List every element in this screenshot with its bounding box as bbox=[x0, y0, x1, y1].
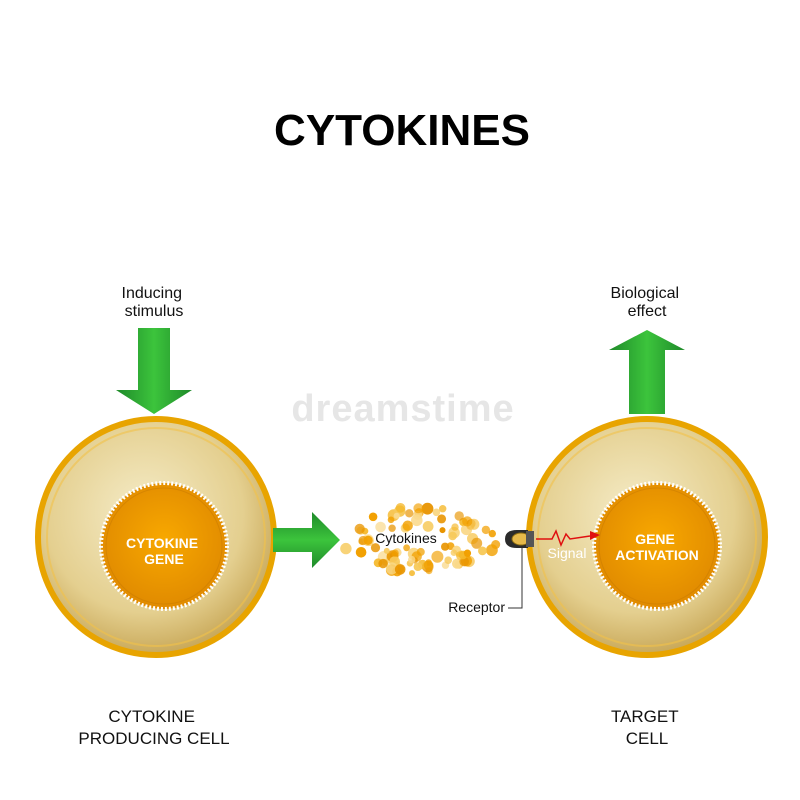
cytokine-particle bbox=[422, 521, 434, 532]
receptor-icon bbox=[505, 530, 534, 548]
cytokine-particle bbox=[378, 558, 388, 569]
cytokine-particle bbox=[395, 503, 406, 513]
cytokine-particle bbox=[413, 562, 423, 571]
cytokine-particle bbox=[416, 547, 425, 556]
cytokine-particle bbox=[488, 529, 496, 538]
cytokine-particle bbox=[421, 502, 434, 515]
biological-effect-label: Biological effect bbox=[611, 285, 684, 320]
gene-activation-label: GENE ACTIVATION bbox=[615, 531, 698, 563]
cytokine-particle bbox=[387, 516, 395, 524]
cytokines-label: Cytokines bbox=[375, 530, 436, 546]
cytokine-particle bbox=[431, 550, 444, 563]
signal-label: Signal bbox=[548, 545, 587, 561]
target-cell: GENE ACTIVATION bbox=[526, 416, 768, 658]
cytokine-particle bbox=[471, 537, 483, 549]
inducing-stimulus-label: Inducing stimulus bbox=[122, 285, 187, 320]
cytokine-particle bbox=[340, 542, 352, 555]
producing-cell: CYTOKINE GENE bbox=[35, 416, 277, 658]
receptor-leader-line bbox=[508, 548, 523, 609]
cytokine-particle bbox=[368, 512, 378, 522]
cytokine-particle bbox=[408, 555, 416, 564]
target-cell-caption: TARGET CELL bbox=[611, 707, 683, 748]
cytokine-particle bbox=[413, 503, 424, 514]
cytokine-particle bbox=[391, 549, 399, 557]
cytokine-particle bbox=[439, 505, 447, 513]
cytokine-particle bbox=[432, 508, 441, 517]
cytokine-particle bbox=[437, 514, 447, 524]
cytokine-particle bbox=[444, 556, 453, 564]
cytokine-particle bbox=[454, 511, 464, 521]
signal-arrow-icon bbox=[536, 529, 591, 547]
cytokine-particle bbox=[450, 549, 458, 556]
cytokine-particle bbox=[441, 542, 450, 551]
cytokine-particle bbox=[403, 544, 410, 552]
effect-arrow-icon bbox=[609, 330, 685, 414]
cytokine-particle bbox=[385, 562, 398, 575]
secretion-arrow-icon bbox=[273, 512, 340, 568]
cytokine-particle bbox=[354, 523, 365, 535]
cytokine-particle bbox=[439, 527, 446, 534]
cytokine-particle bbox=[409, 570, 415, 577]
cytokine-particle bbox=[451, 523, 459, 531]
cytokine-particle bbox=[405, 509, 414, 518]
cytokine-particle bbox=[462, 516, 473, 527]
stimulus-arrow-icon bbox=[116, 328, 192, 414]
page-title: CYTOKINES bbox=[274, 106, 530, 155]
cytokine-particle bbox=[375, 521, 386, 533]
cytokine-particle bbox=[455, 551, 465, 560]
cytokine-particle bbox=[478, 546, 487, 556]
cytokine-particle bbox=[463, 549, 472, 557]
gene-activation-nucleus bbox=[592, 481, 722, 611]
cytokine-gene-label: CYTOKINE GENE bbox=[126, 535, 202, 567]
cytokine-particle bbox=[393, 512, 400, 519]
producing-cell-caption: CYTOKINE PRODUCING CELL bbox=[78, 707, 229, 748]
cytokine-particle bbox=[370, 543, 381, 553]
cytokine-particle bbox=[363, 535, 373, 546]
cytokine-particle bbox=[481, 525, 491, 535]
receptor-label: Receptor bbox=[448, 599, 505, 615]
cytokine-particle bbox=[355, 547, 367, 558]
cytokine-gene-nucleus bbox=[99, 481, 229, 611]
watermark: dreamstime bbox=[291, 388, 515, 430]
cytokine-particle bbox=[491, 540, 501, 549]
cytokine-particle bbox=[394, 564, 406, 575]
cytokine-particles bbox=[340, 502, 501, 577]
cytokine-particle bbox=[383, 547, 390, 554]
cytokine-particle bbox=[423, 560, 434, 571]
cytokine-particle bbox=[402, 520, 413, 531]
cytokine-particle bbox=[388, 524, 396, 532]
